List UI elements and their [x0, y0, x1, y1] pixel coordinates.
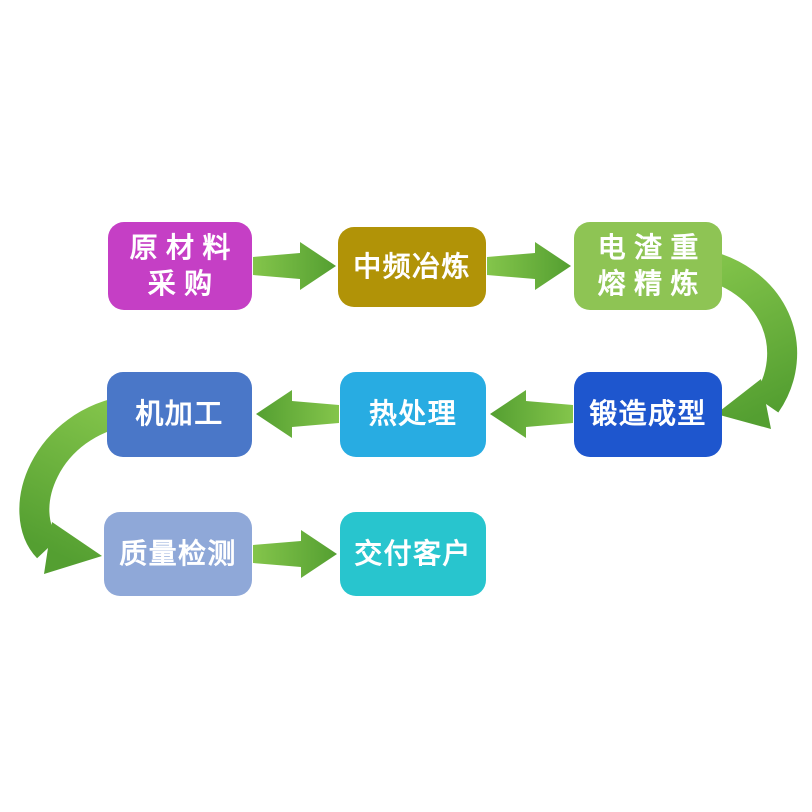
arrow-machining-to-inspection-head [44, 522, 102, 574]
arrow-raw-to-smelting [253, 242, 336, 290]
node-label: 机加工 [135, 398, 224, 430]
node-medium-frequency-smelting: 中频冶炼 [338, 227, 486, 307]
node-label: 交付客户 [354, 537, 472, 569]
arrow-forging-to-heat [490, 390, 573, 438]
node-label: 中频冶炼 [353, 250, 471, 282]
node-label: 质量检测 [119, 537, 237, 569]
node-forging: 锻造成型 [574, 372, 722, 457]
node-machining: 机加工 [107, 372, 252, 457]
node-label: 原材料 采购 [129, 231, 239, 299]
arrow-smelting-to-esr [487, 242, 571, 290]
node-delivery-to-customer: 交付客户 [340, 512, 486, 596]
node-quality-inspection: 质量检测 [104, 512, 252, 596]
node-label: 热处理 [368, 398, 458, 430]
arrow-heat-to-machining [256, 390, 339, 438]
node-electroslag-remelting-refining: 电渣重 熔精炼 [574, 222, 722, 310]
arrow-esr-to-forging-head [716, 379, 771, 429]
arrow-inspection-to-delivery [253, 530, 337, 578]
node-label: 锻造成型 [589, 398, 707, 430]
arrow-machining-to-inspection-curve [19, 395, 135, 559]
node-raw-material-purchase: 原材料 采购 [108, 222, 252, 310]
node-label: 电渣重 熔精炼 [597, 231, 707, 299]
node-heat-treatment: 热处理 [340, 372, 486, 457]
